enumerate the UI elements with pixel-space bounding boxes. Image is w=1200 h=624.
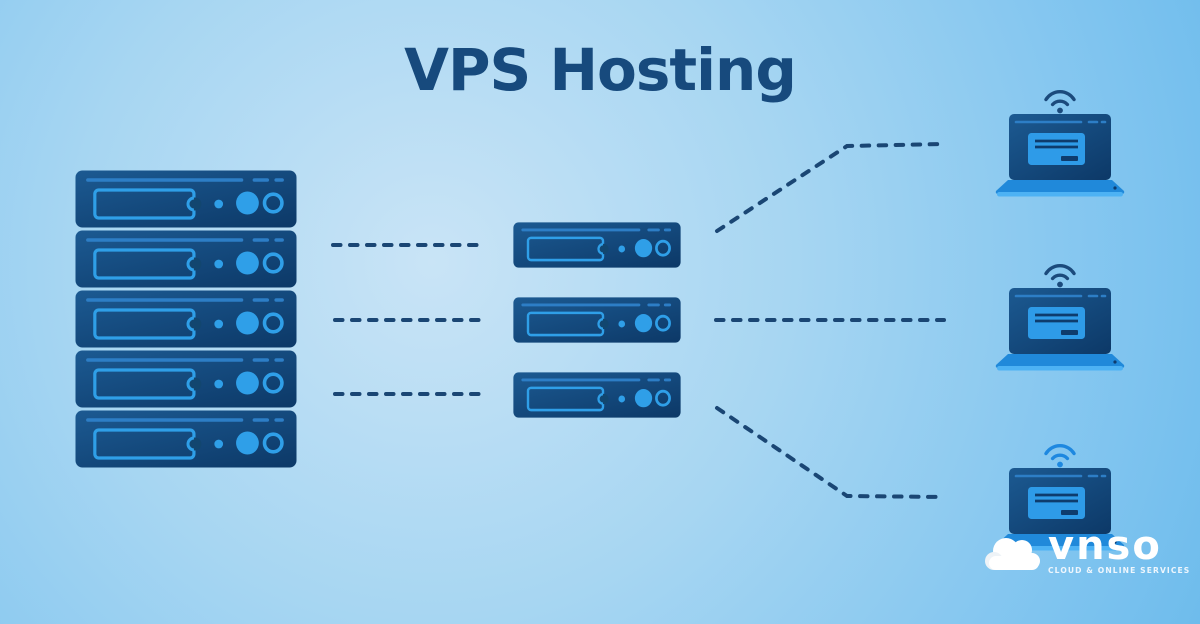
vps-server-3 — [513, 372, 681, 418]
client-laptop-1 — [995, 84, 1125, 198]
logo-tagline: CLOUD & ONLINE SERVICES — [1048, 565, 1191, 575]
vps-server-2 — [513, 297, 681, 343]
rack-server-unit — [75, 350, 297, 408]
laptop-icon — [995, 114, 1125, 198]
rack-server-unit — [75, 170, 297, 228]
cloud-icon — [982, 534, 1046, 576]
rack-server-unit — [75, 410, 297, 468]
page-title: VPS Hosting — [404, 36, 797, 104]
rack-server-unit — [75, 230, 297, 288]
logo-text: vnso CLOUD & ONLINE SERVICES — [1048, 523, 1191, 575]
connector-vps-client-1 — [715, 142, 946, 233]
client-laptop-2 — [995, 258, 1125, 372]
wifi-icon — [1040, 84, 1080, 114]
logo-brand: vnso — [1048, 523, 1162, 569]
connector-vps-client-3 — [715, 406, 946, 499]
vnso-logo: vnso CLOUD & ONLINE SERVICES — [982, 523, 1191, 576]
vps-server-1 — [513, 222, 681, 268]
wifi-icon — [1040, 258, 1080, 288]
rack-server-unit — [75, 290, 297, 348]
server-rack — [75, 170, 297, 468]
wifi-icon — [1040, 438, 1080, 468]
laptop-icon — [995, 288, 1125, 372]
